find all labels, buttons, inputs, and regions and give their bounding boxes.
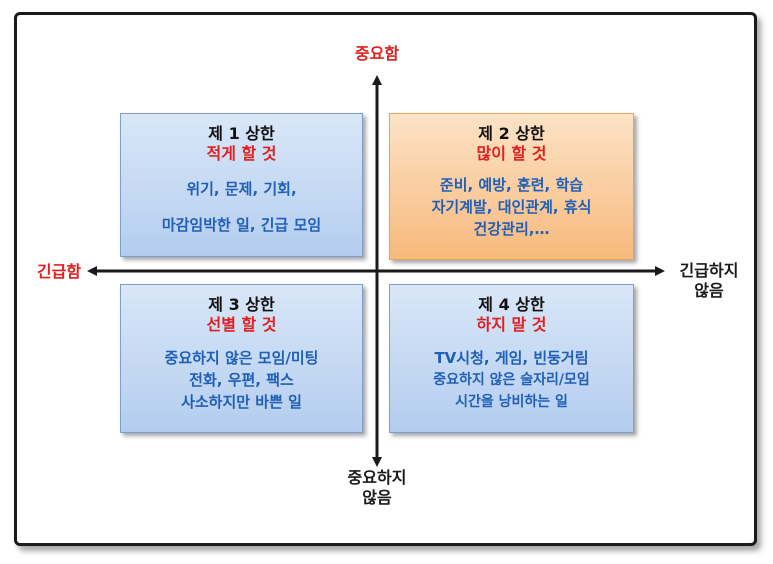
- quadrant-subtitle: 선별 할 것: [206, 315, 277, 334]
- axis-right-line-2: 않음: [694, 281, 724, 300]
- quadrant-line: 마감임박한 일, 긴급 모임: [161, 216, 322, 234]
- quadrant-3: 제 3 상한 선별 할 것 중요하지 않은 모임/미팅 전화, 우편, 팩스 사…: [120, 284, 363, 433]
- quadrant-line: 건강관리,…: [473, 220, 550, 238]
- quadrant-line: 중요하지 않은 술자리/모임: [433, 372, 590, 388]
- diagram-frame: [14, 12, 757, 546]
- quadrant-line: 시간을 낭비하는 일: [455, 394, 568, 410]
- quadrant-4: 제 4 상한 하지 말 것 TV시청, 게임, 빈둥거림 중요하지 않은 술자리…: [389, 284, 634, 433]
- quadrant-line: 사소하지만 바쁜 일: [181, 393, 302, 411]
- axis-right-label: 긴급하지 않음: [664, 261, 754, 301]
- axis-right-line-1: 긴급하지: [679, 261, 739, 280]
- quadrant-lines: TV시청, 게임, 빈둥거림 중요하지 않은 술자리/모임 시간을 낭비하는 일: [390, 347, 633, 413]
- quadrant-subtitle: 하지 말 것: [476, 315, 547, 334]
- quadrant-line: 준비, 예방, 훈련, 학습: [439, 176, 584, 194]
- axis-bottom-line-2: 않음: [362, 488, 392, 507]
- quadrant-lines: 위기, 문제, 기회, 마감임박한 일, 긴급 모임: [121, 178, 362, 236]
- axis-bottom-line-1: 중요하지: [347, 468, 407, 487]
- quadrant-title: 제 2 상한: [478, 124, 545, 143]
- quadrant-lines: 중요하지 않은 모임/미팅 전화, 우편, 팩스 사소하지만 바쁜 일: [121, 347, 362, 413]
- quadrant-subtitle: 많이 할 것: [476, 144, 547, 163]
- quadrant-line: TV시청, 게임, 빈둥거림: [434, 349, 589, 367]
- quadrant-subtitle: 적게 할 것: [206, 144, 277, 163]
- quadrant-line: 전화, 우편, 팩스: [189, 371, 294, 389]
- quadrant-title: 제 1 상한: [208, 124, 275, 143]
- quadrant-line: 위기, 문제, 기회,: [186, 180, 297, 198]
- quadrant-title: 제 3 상한: [208, 295, 275, 314]
- quadrant-1: 제 1 상한 적게 할 것 위기, 문제, 기회, 마감임박한 일, 긴급 모임: [120, 113, 363, 257]
- quadrant-line: 중요하지 않은 모임/미팅: [164, 349, 319, 367]
- quadrant-line: [121, 200, 362, 214]
- axis-bottom-label: 중요하지 않음: [327, 468, 427, 508]
- axis-top-label: 중요함: [354, 44, 400, 63]
- quadrant-lines: 준비, 예방, 훈련, 학습 자기계발, 대인관계, 휴식 건강관리,…: [390, 174, 633, 240]
- quadrant-title: 제 4 상한: [478, 295, 545, 314]
- axis-left-label: 긴급함: [36, 262, 82, 281]
- quadrant-2: 제 2 상한 많이 할 것 준비, 예방, 훈련, 학습 자기계발, 대인관계,…: [389, 113, 634, 260]
- quadrant-line: 자기계발, 대인관계, 휴식: [431, 198, 592, 216]
